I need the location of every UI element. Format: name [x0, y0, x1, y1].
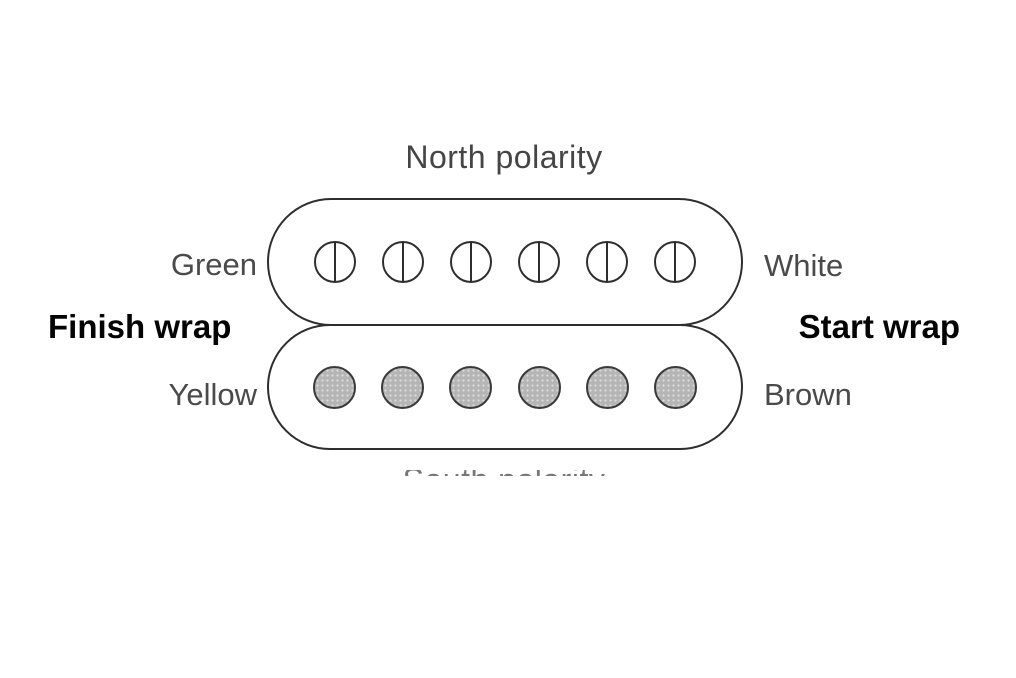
screw-pole-piece: [450, 241, 492, 283]
south-coil-bobbin: [267, 324, 743, 450]
slug-pole-piece: [653, 365, 697, 409]
start-wrap-label: Start wrap: [798, 308, 960, 345]
slug-pole-piece: [381, 365, 425, 409]
slug-pole-piece: [517, 365, 561, 409]
south-polarity-title-text: South polarity: [354, 470, 654, 476]
south-polarity-title-cropped: South polarity: [354, 470, 654, 476]
wire-label-white: White: [764, 248, 844, 283]
north-coil-bobbin: [267, 198, 743, 326]
wire-label-yellow: Yellow: [168, 377, 257, 412]
screw-pole-piece: [654, 241, 696, 283]
screw-pole-piece: [586, 241, 628, 283]
finish-wrap-label: Finish wrap: [48, 308, 232, 345]
slug-pole-piece: [449, 365, 493, 409]
screw-pole-piece: [382, 241, 424, 283]
north-polarity-title: North polarity: [405, 139, 603, 175]
wire-label-green: Green: [170, 247, 257, 282]
slug-pole-piece: [313, 365, 356, 409]
screw-pole-piece: [518, 241, 560, 283]
wire-label-brown: Brown: [764, 377, 852, 412]
slug-pole-piece: [585, 365, 629, 409]
screw-pole-piece: [314, 241, 356, 283]
